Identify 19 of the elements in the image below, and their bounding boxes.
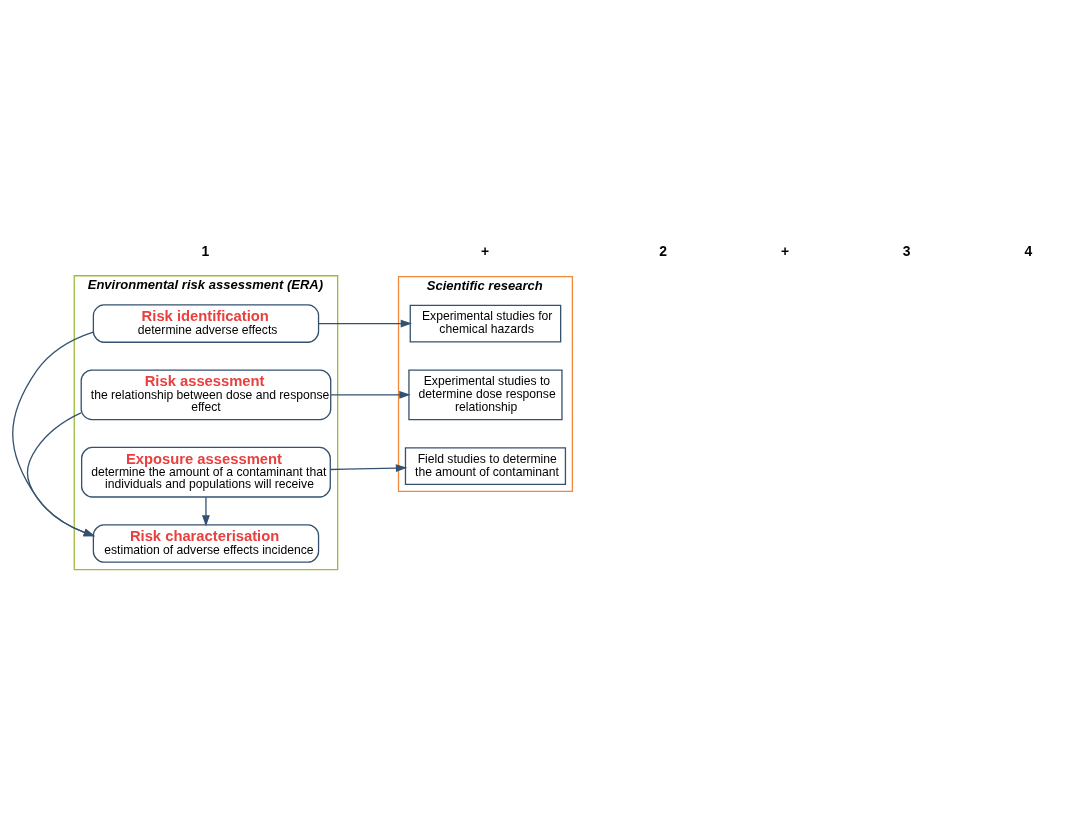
node-box: Experimental studies for chemical hazards [409,304,562,342]
node-box: Field studies to determine the amount of contaminant [404,446,567,485]
label: 2 [659,242,668,259]
arrow [202,496,210,526]
label: 3 [902,242,911,259]
node-box: Risk assessment the relationship between dose and response effect [80,368,332,420]
node-box: Experimental studies to determine dose response relationship [408,368,563,420]
node-box: Risk characterisation estimation of adverse effects incidence [92,523,320,563]
node-box: Exposure assessment determine the amount of a contaminant that individuals and populations will receive [81,446,331,498]
label: + [781,242,790,259]
arrow [26,411,96,536]
label: 4 [1024,242,1033,259]
label: + [481,242,490,259]
arrow [12,330,96,536]
arrow [317,319,412,327]
arrow [330,463,408,472]
arrow [330,390,411,399]
label: 1 [201,242,210,259]
node-box: Risk identification determine adverse effects [92,303,320,343]
